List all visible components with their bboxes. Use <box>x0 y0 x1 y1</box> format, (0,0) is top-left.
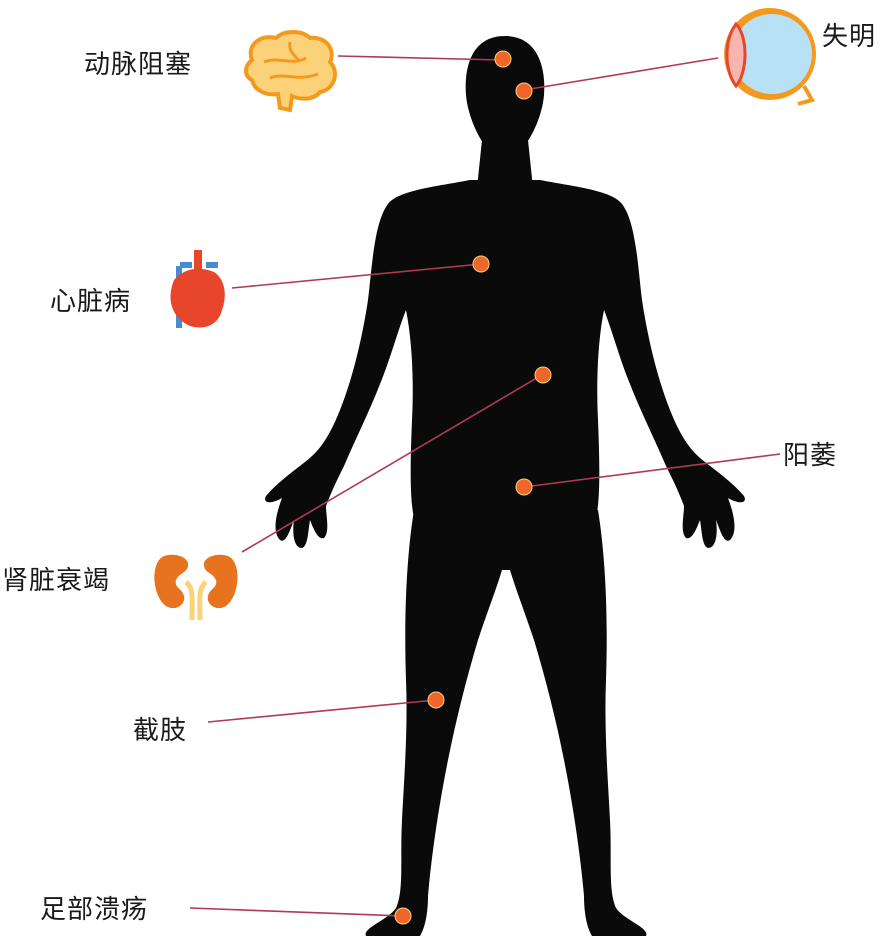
marker-foot <box>395 908 411 924</box>
leader-line-amputation <box>208 700 436 722</box>
brain-icon <box>246 32 335 110</box>
eye-icon <box>724 8 816 104</box>
marker-kidney <box>535 367 551 383</box>
leader-line-ulcer <box>190 908 403 916</box>
marker-genital <box>516 479 532 495</box>
label-blindness: 失明 <box>822 24 876 50</box>
marker-leg <box>428 692 444 708</box>
kidney-icon <box>154 555 237 620</box>
heart-icon <box>171 250 225 328</box>
marker-eye <box>516 83 532 99</box>
label-foot-ulcer: 足部溃疡 <box>40 897 148 923</box>
label-erectile-dysfunction: 阳萎 <box>783 443 837 469</box>
label-heart-disease: 心脏病 <box>50 289 131 315</box>
label-arterial-blockage: 动脉阻塞 <box>84 52 192 78</box>
label-kidney-failure: 肾脏衰竭 <box>2 568 110 594</box>
marker-brain <box>495 51 511 67</box>
leader-line-blindness <box>524 58 718 90</box>
label-amputation: 截肢 <box>133 718 187 744</box>
body-silhouette <box>265 36 745 936</box>
marker-heart <box>473 256 489 272</box>
